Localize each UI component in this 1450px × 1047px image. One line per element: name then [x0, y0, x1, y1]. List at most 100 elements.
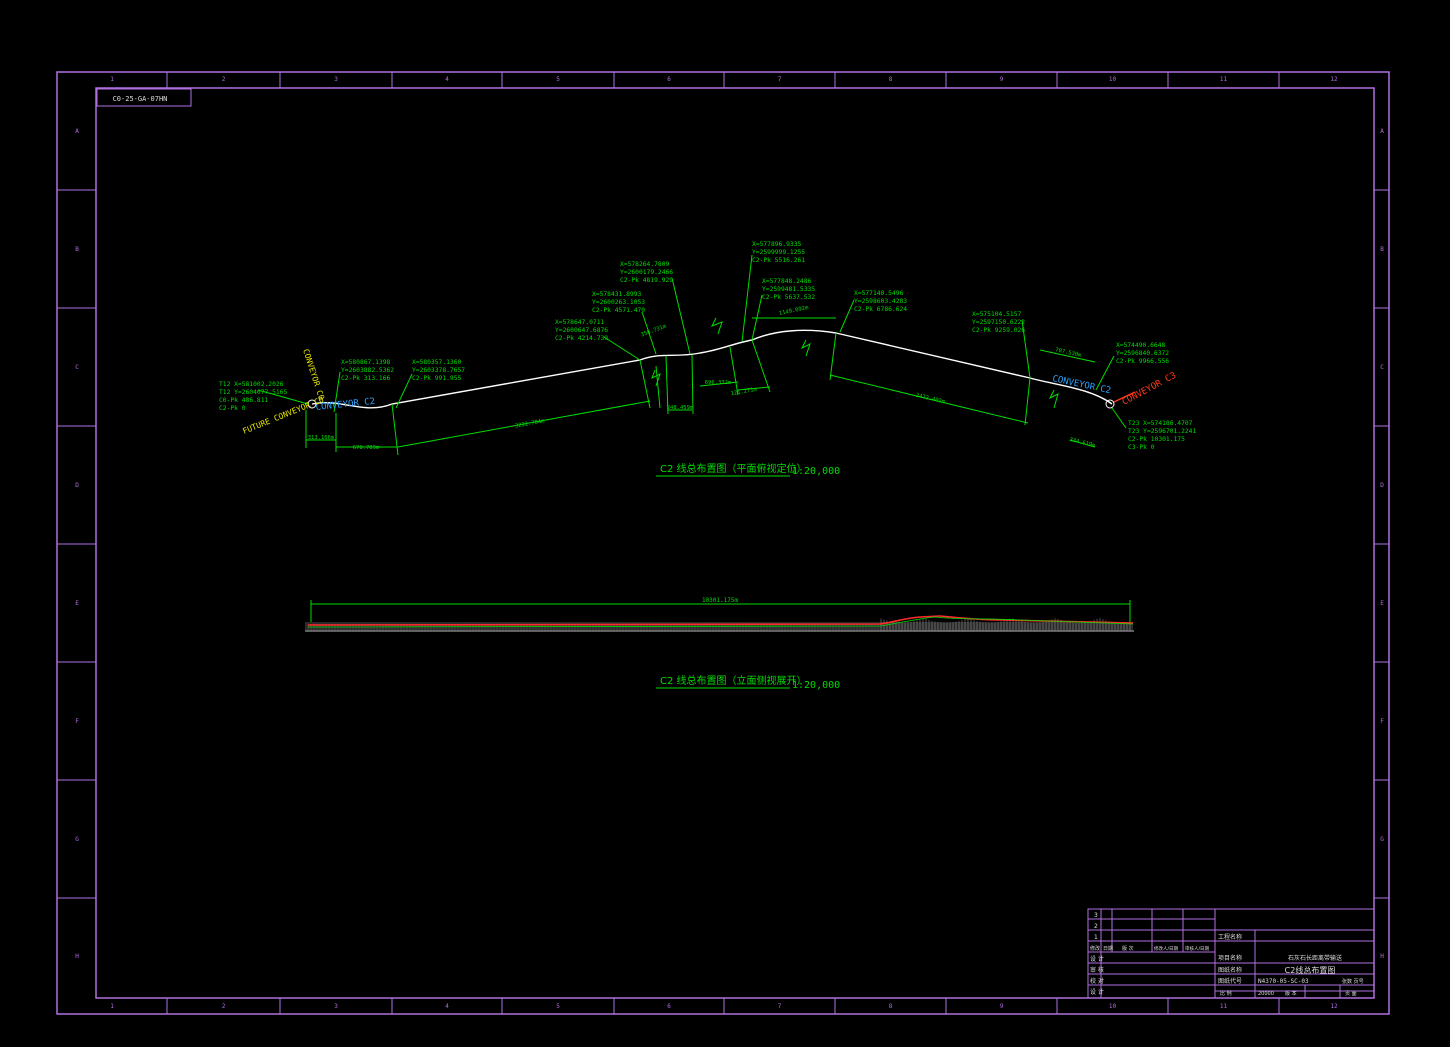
tb-left-3: 设 计 — [1090, 988, 1104, 996]
drawing-no-label: 图纸代号 — [1218, 977, 1242, 985]
coord-label-8-l2: Y=2598603.4283 — [854, 298, 907, 305]
grid-col-11-top: 11 — [1220, 76, 1228, 83]
scale-label: 比 例 — [1220, 990, 1232, 997]
grid-col-8-bottom: 8 — [889, 1003, 893, 1010]
rev-header-1: 日期 — [1103, 946, 1113, 952]
coord-label-11-l3: C2-Pk 10301.175 — [1128, 436, 1185, 443]
coord-label-2-l1: X=580357.1360 — [412, 359, 461, 366]
grid-row-D-right: D — [1380, 482, 1384, 489]
grid-col-9-top: 9 — [1000, 76, 1004, 83]
grid-col-5-top: 5 — [556, 76, 560, 83]
leader-lines — [257, 254, 1127, 429]
coord-label-10-l2: Y=2596840.6372 — [1116, 350, 1169, 357]
segment-dim-2: 3222.784m — [515, 418, 546, 429]
rev-header-4: 审核人/日期 — [1185, 945, 1210, 952]
grid-row-C-right: C — [1380, 364, 1384, 371]
tb-left-0: 设 计 — [1090, 955, 1104, 963]
grid-col-2-bottom: 2 — [222, 1003, 226, 1010]
segment-dim-3: 356.731m — [640, 323, 668, 338]
coord-label-1-l1: X=580867.1398 — [341, 359, 390, 366]
grid-col-3-top: 3 — [334, 76, 338, 83]
grid-row-D-left: D — [75, 482, 79, 489]
coord-label-4-l2: Y=2600263.1053 — [592, 299, 645, 306]
coord-label-5-l2: Y=2600179.2466 — [620, 269, 673, 276]
end-node — [1105, 399, 1115, 409]
rev-row-2: 2 — [1094, 923, 1098, 930]
drawing-name-label: 图纸名称 — [1218, 966, 1242, 974]
coord-label-2-l3: C2-Pk 991.955 — [412, 375, 461, 382]
coord-label-7-l1: X=577848.2486 — [762, 278, 811, 285]
coord-label-10-l1: X=574490.6648 — [1116, 342, 1165, 349]
grid-col-4-bottom: 4 — [445, 1003, 449, 1010]
grid-col-7-top: 7 — [778, 76, 782, 83]
grid-col-8-top: 8 — [889, 76, 893, 83]
grid-row-H-left: H — [75, 953, 79, 960]
frame-grid-ticks — [57, 72, 1389, 1014]
coord-label-11-l4: C3-Pk 0 — [1128, 444, 1155, 451]
coord-label-6-l1: X=577896.9335 — [752, 241, 801, 248]
grid-row-B-left: B — [75, 246, 79, 253]
grid-row-G-right: G — [1380, 836, 1384, 843]
coord-label-11-l1: T23 X=574186.4707 — [1128, 420, 1193, 427]
segment-dim-10: 334.619m — [1069, 437, 1097, 449]
grid-row-A-right: A — [1380, 128, 1384, 135]
drawing-frame — [56, 71, 1390, 1015]
segment-dim-1: 678.789m — [353, 445, 380, 451]
conveyor-c0-label: CONVEYOR C0 — [301, 348, 326, 401]
coord-label-4-l1: X=578431.8993 — [592, 291, 641, 298]
subproject-value: 石灰石长距离带输送 — [1288, 954, 1342, 962]
coord-label-0-l1: T12 X=581002.2026 — [219, 381, 284, 388]
outer-border — [56, 71, 1390, 1015]
title-block — [1087, 908, 1375, 999]
grid-col-3-bottom: 3 — [334, 1003, 338, 1010]
coord-label-0-l3: C0-Pk 486.811 — [219, 397, 268, 404]
profile-conveyor-line — [307, 615, 1134, 626]
grid-col-2-top: 2 — [222, 76, 226, 83]
coord-label-9-l1: X=575104.5157 — [972, 311, 1021, 318]
rev-header-3: 修改人/日期 — [1154, 945, 1179, 952]
coord-label-2-l2: Y=2603378.7657 — [412, 367, 465, 374]
coord-label-5-l1: X=578264.7809 — [620, 261, 669, 268]
segment-dim-7: 1149.092m — [779, 305, 810, 317]
plan-scale: 1:20,000 — [792, 466, 840, 477]
profile-scale: 1:20,000 — [792, 680, 840, 691]
grid-col-4-top: 4 — [445, 76, 449, 83]
drawing-no-value: N4370-05-SC-03 — [1258, 978, 1309, 985]
grid-row-E-right: E — [1380, 600, 1384, 607]
grid-col-12-bottom: 12 — [1330, 1003, 1338, 1010]
segment-dim-5: 696.332m — [705, 380, 732, 386]
inner-border — [95, 87, 1375, 999]
grid-col-6-bottom: 6 — [667, 1003, 671, 1010]
grid-col-6-top: 6 — [667, 76, 671, 83]
coord-label-11-l2: T23 Y=2596701.2241 — [1128, 428, 1196, 435]
rev-header-2: 版 次 — [1122, 945, 1134, 952]
coord-label-4-l3: C2-Pk 4571.470 — [592, 307, 645, 314]
rev-row-3: 3 — [1094, 912, 1098, 919]
coord-label-10-l3: C2-Pk 9966.556 — [1116, 358, 1169, 365]
coord-label-9-l3: C2-Pk 9259.026 — [972, 327, 1025, 334]
conveyor-c3-label: CONVEYOR C3 — [1121, 371, 1178, 408]
coord-label-8-l3: C2-Pk 6786.624 — [854, 306, 907, 313]
ref-tag: C0-25-GA-07HN — [113, 95, 168, 103]
page-label: 页 面 — [1345, 991, 1357, 997]
coord-label-5-l3: C2-Pk 4819.929 — [620, 277, 673, 284]
grid-row-F-right: F — [1380, 718, 1384, 725]
next-conveyor-line — [1113, 391, 1136, 403]
plan-view: CONVEYOR C2 CONVEYOR C2 CONVEYOR C3 FUTU… — [219, 241, 1196, 477]
profile-view: 10301.175m C2 线总布置图（立面侧视展开） 1:20,000 — [305, 597, 1134, 691]
coord-label-8-l1: X=577140.5496 — [854, 290, 903, 297]
grid-col-1-top: 1 — [110, 76, 114, 83]
chainage-dimension-lines — [305, 317, 1096, 456]
coord-label-7-l2: Y=2599481.5335 — [762, 286, 815, 293]
drawing-name-value: C2线总布置图 — [1285, 965, 1336, 975]
coord-label-0-l4: C2-Pk 0 — [219, 405, 246, 412]
coord-label-1-l2: Y=2603882.5362 — [341, 367, 394, 374]
grid-col-12-top: 12 — [1330, 76, 1338, 83]
grid-col-5-bottom: 5 — [556, 1003, 560, 1010]
grid-row-F-left: F — [75, 718, 79, 725]
grid-row-G-left: G — [75, 836, 79, 843]
tb-left-1: 审 核 — [1090, 966, 1104, 974]
